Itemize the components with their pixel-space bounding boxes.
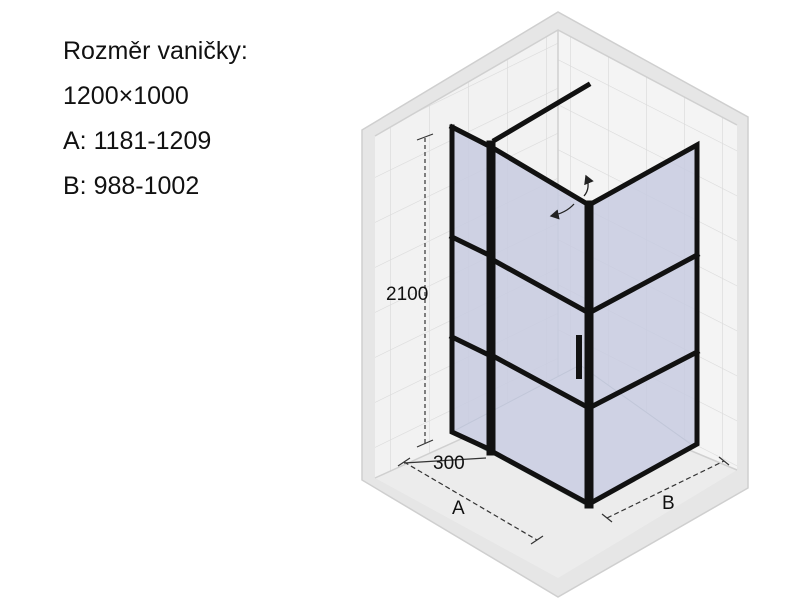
front-panel-frame	[489, 144, 593, 508]
side-a-label: A	[452, 498, 465, 519]
front-panel-grid	[489, 256, 593, 412]
side-a-dimension-ticks	[397, 457, 544, 545]
dimension-a: A: 1181-1209	[63, 127, 212, 155]
tray-size-value: 1200×1000	[63, 82, 189, 110]
wall-support-bar	[491, 81, 592, 144]
dimension-b: B: 988-1002	[63, 172, 200, 200]
side-panel-frame	[585, 140, 700, 508]
swing-arrow-up	[583, 174, 594, 197]
front-glass-panel	[493, 148, 589, 504]
glass-panels	[452, 127, 697, 504]
side-glass-panel	[589, 145, 697, 504]
fixed-panel-frame	[448, 123, 495, 454]
dimension-lines	[397, 133, 730, 545]
side-b-dimension-ticks	[601, 456, 730, 523]
tray-size-heading: Rozměr vaničky:	[63, 37, 248, 65]
side-panel-grid	[585, 251, 701, 412]
fixed-panel-grid	[448, 233, 495, 360]
fixed-panel-dimension-line	[403, 457, 487, 464]
fixed-glass-panel	[452, 127, 491, 450]
frame	[448, 81, 701, 509]
tray-spec: Rozměr vaničky: 1200×1000 A: 1181-1209 B…	[63, 36, 248, 216]
height-dimension-label: 2100	[386, 284, 428, 305]
side-b-dimension-line	[606, 460, 725, 519]
fixed-panel-dimension-label: 300	[433, 453, 465, 474]
swing-arrow-left	[549, 203, 575, 220]
height-dimension-ticks	[416, 133, 434, 448]
side-b-label: B	[662, 493, 675, 514]
side-a-dimension-line	[403, 461, 538, 541]
door-swing-arrows	[549, 174, 594, 220]
